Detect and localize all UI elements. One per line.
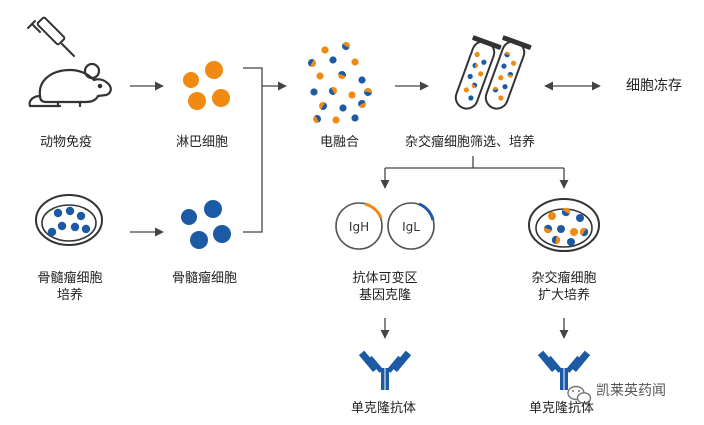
label-cryopreservation: 细胞冻存	[626, 78, 682, 94]
myeloma-cells	[181, 200, 231, 249]
label-cloning-line2: 基因克隆	[358, 288, 411, 303]
cell-dot	[321, 46, 329, 54]
cell-dot	[567, 238, 575, 246]
cell-dot	[501, 63, 507, 69]
cell-dot	[348, 91, 356, 99]
cell-dot	[316, 72, 324, 80]
watermark-text: 凯莱英药闻	[596, 383, 666, 399]
fused-cell	[507, 72, 514, 78]
fused-cell	[471, 82, 478, 89]
label-expansion-line1: 杂交瘤细胞	[531, 271, 597, 286]
fusion-cell-cluster	[308, 42, 372, 124]
label-lymphocytes: 淋巴细胞	[176, 135, 229, 150]
cell-dot	[557, 225, 565, 233]
cell-dot	[481, 59, 487, 65]
cell-dot	[329, 56, 337, 64]
cell-dot	[510, 60, 517, 66]
cell-dot	[548, 212, 556, 220]
syringe-icon	[27, 16, 75, 57]
wechat-icon	[567, 385, 592, 404]
label-expansion-line2: 扩大培养	[537, 288, 590, 303]
lymphocyte-cells	[183, 61, 230, 110]
fused-cell	[338, 71, 346, 79]
cell-dot	[478, 71, 484, 77]
cell-dot	[351, 58, 359, 66]
label-mab-left: 单克隆抗体	[351, 401, 417, 416]
cell-dot	[467, 73, 473, 80]
label-fusion: 电融合	[320, 135, 360, 150]
label-cloning: 抗体可变区 基因克隆	[343, 270, 427, 304]
fused-cell	[579, 227, 589, 237]
label-screening: 杂交瘤细胞筛选、培养	[405, 135, 536, 150]
cell-dot	[576, 214, 584, 222]
petri-dish-icon	[35, 194, 103, 246]
fused-cell	[319, 102, 327, 110]
fused-cell	[492, 86, 499, 93]
fused-cell	[308, 59, 316, 67]
igl-label: IgL	[402, 220, 420, 234]
cell-dot	[474, 51, 480, 58]
label-myeloma-culture: 骨髓瘤细胞 培养	[30, 270, 110, 304]
cell-dot	[570, 228, 578, 236]
fused-cell	[358, 100, 366, 108]
watermark: 凯莱英药闻	[566, 383, 666, 400]
expansion-dish-icon	[528, 198, 600, 252]
merge-bracket	[243, 67, 263, 233]
label-myeloma-cells: 骨髓瘤细胞	[172, 271, 238, 286]
fused-cell	[543, 224, 553, 234]
cell-dot	[498, 95, 504, 101]
cell-dot	[358, 76, 366, 84]
cell-dot	[332, 116, 340, 124]
fused-cell	[313, 115, 321, 123]
cell-dot	[502, 84, 508, 90]
fused-cell	[342, 42, 350, 50]
plasmid-igl-icon	[387, 202, 435, 250]
fused-cell	[551, 235, 561, 245]
fused-cell	[329, 87, 337, 95]
cell-dot	[310, 88, 318, 96]
label-mab-right: 单克隆抗体	[529, 401, 595, 416]
cell-dot	[351, 114, 359, 122]
label-cloning-line1: 抗体可变区	[352, 271, 418, 286]
antibody-icon-right	[537, 350, 591, 390]
fused-cell	[364, 88, 372, 96]
igh-label: IgH	[349, 220, 369, 234]
plasmid-igh-icon	[335, 202, 383, 250]
fused-cell	[504, 51, 510, 58]
fused-cell	[472, 62, 479, 69]
cell-dot	[463, 87, 469, 93]
fused-cell	[561, 207, 571, 217]
test-tubes-icon	[454, 35, 532, 110]
label-expansion: 杂交瘤细胞 扩大培养	[522, 270, 606, 304]
cell-dot	[339, 104, 347, 112]
antibody-icon-left	[358, 350, 412, 390]
mouse-icon	[28, 62, 112, 108]
label-myeloma-culture-line1: 骨髓瘤细胞	[37, 271, 103, 286]
label-immunize: 动物免疫	[40, 135, 93, 150]
label-myeloma-culture-line2: 培养	[56, 288, 83, 303]
cell-dot	[498, 75, 504, 81]
cell-dot	[468, 95, 474, 101]
